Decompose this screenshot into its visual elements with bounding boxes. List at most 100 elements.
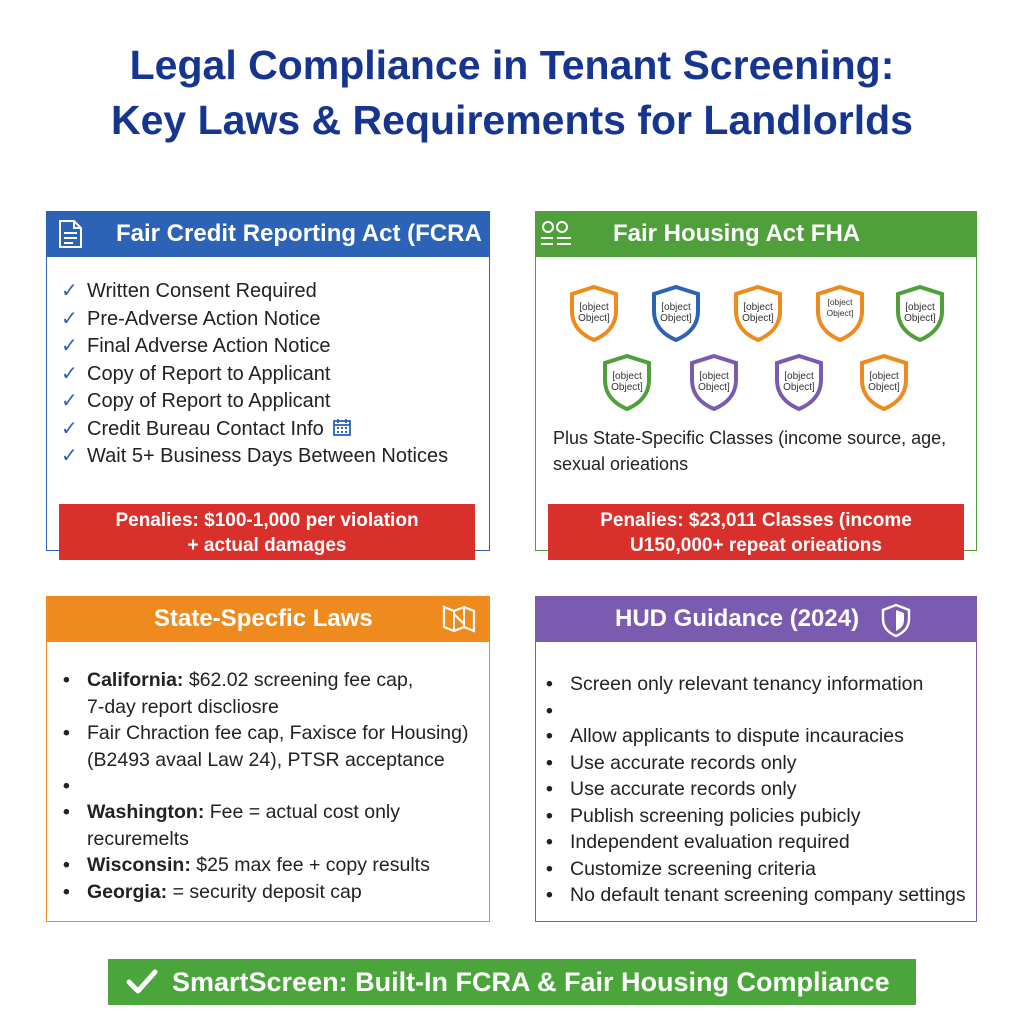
checkmark-icon: ✓ (61, 417, 78, 440)
fcra-panel: Fair Credit Reporting Act (FCRA ✓ Written… (46, 211, 490, 560)
list-item: Allow applicants to dispute incauracies (546, 723, 966, 750)
checkmark-icon: ✓ (61, 307, 78, 330)
fha-panel: Fair Housing Act FHA [object Object] [obj… (535, 211, 977, 560)
fcra-penalty-line-1: Penalies: $100-1,000 per violation (115, 510, 419, 531)
shield-icon (860, 353, 908, 411)
list-item: Georgia: = security deposit cap (63, 879, 469, 906)
map-icon (442, 605, 476, 633)
protected-class-label: [object Object] (868, 371, 900, 393)
fcra-item-label: Credit Bureau Contact Info (87, 417, 324, 440)
hud-panel: HUD Guidance (2024) Screen only relevant… (535, 596, 977, 922)
protected-class-shield: [object Object] (650, 284, 702, 342)
list-item: Customize screening criteria (546, 856, 966, 883)
hud-guidance-list: Screen only relevant tenancy information (546, 671, 923, 725)
protected-class-label: [object Object] (826, 297, 854, 318)
list-item: No default tenant screening company sett… (546, 882, 966, 909)
fha-header: Fair Housing Act FHA (535, 211, 977, 257)
list-item: Fair Chraction fee cap, Faxisce for Hous… (63, 720, 469, 747)
shield-icon (816, 284, 864, 342)
fcra-item: ✓ Copy of Report to Applicant (61, 388, 448, 416)
fcra-item: ✓ Written Consent Required (61, 278, 448, 306)
state-classes-line-1: Plus State-Specific Classes (income sour… (553, 428, 947, 448)
fcra-item-label: Pre-Adverse Action Notice (87, 307, 321, 330)
checkmark-icon: ✓ (61, 362, 78, 385)
fcra-item: ✓ Pre-Adverse Action Notice (61, 306, 448, 334)
people-icon (541, 221, 571, 245)
compliance-banner: SmartScreen: Built-In FCRA & Fair Housin… (108, 959, 916, 1005)
list-item: Wisconsin: $25 max fee + copy results (63, 852, 469, 879)
state-laws-title: State-Specfic Laws (154, 605, 373, 632)
shield-icon (734, 284, 782, 342)
checkmark-icon: ✓ (61, 280, 78, 302)
hud-header: HUD Guidance (2024) (535, 596, 977, 642)
banner-text: SmartScreen: Built-In FCRA & Fair Housin… (172, 967, 890, 997)
hud-title: HUD Guidance (2024) (615, 605, 860, 632)
fcra-header: Fair Credit Reporting Act (FCRA (46, 211, 490, 257)
checkmark-icon (126, 969, 158, 994)
checkmark-icon: ✓ (61, 445, 78, 467)
hud-guidance-list-2: Allow applicants to dispute incauraciesU… (546, 723, 966, 909)
fcra-item-label: Copy of Report to Applicant (87, 362, 331, 385)
page-title: Legal Compliance in Tenant Screening: Ke… (0, 38, 1024, 148)
title-line-1: Legal Compliance in Tenant Screening: (129, 42, 895, 88)
list-item: Independent evaluation required (546, 829, 966, 856)
fha-title: Fair Housing Act FHA (613, 220, 861, 247)
state-laws-panel: State-Specfic Laws California: $62.02 sc… (46, 596, 490, 922)
fcra-item: ✓ Credit Bureau Contact Info (61, 416, 448, 444)
fha-penalty-line-2: U150,000+ repeat orieations (630, 535, 882, 556)
shield-icon (775, 353, 823, 411)
state-laws-header: State-Specfic Laws (46, 596, 490, 642)
protected-class-shield: [object Object] (688, 353, 740, 411)
protected-class-label: [object Object] (611, 371, 643, 393)
fcra-item: ✓ Wait 5+ Business Days Between Notices (61, 443, 448, 471)
list-item: California: $62.02 screening fee cap, (63, 667, 469, 694)
calendar-icon (332, 418, 351, 436)
checkmark-icon: ✓ (61, 335, 78, 357)
state-classes-note: Plus State-Specific Classes (income sour… (553, 425, 946, 477)
protected-class-shield: [object Object] (894, 284, 946, 342)
list-gap (63, 773, 469, 800)
protected-class-label: [object Object] (742, 302, 774, 324)
shield-icon (881, 603, 911, 638)
protected-class-shield: [object Object] (814, 284, 866, 342)
fcra-item-label: Copy of Report to Applicant (87, 390, 331, 412)
protected-class-shield: [object Object] (568, 284, 620, 342)
list-item: 7-day report discliosre (87, 695, 279, 718)
title-line-2: Key Laws & Requirements for Landlorlds (111, 97, 913, 143)
state-classes-line-2: sexual orieations (553, 454, 689, 474)
shield-icon (603, 353, 651, 411)
fcra-item: ✓ Copy of Report to Applicant (61, 361, 448, 389)
shield-icon (690, 353, 738, 411)
document-icon (59, 220, 82, 248)
shield-icon (570, 284, 618, 342)
shield-icon (896, 284, 944, 342)
protected-class-shield: [object Object] (732, 284, 784, 342)
protected-class-label: [object Object] (698, 371, 730, 393)
list-item: Washington: Fee = actual cost only (63, 799, 469, 826)
fha-penalty-line-1: Penalies: $23,011 Classes (income (600, 510, 912, 531)
shield-icon (652, 284, 700, 342)
protected-class-shield: [object Object] (858, 353, 910, 411)
list-item: Publish screening policies pubicly (546, 803, 966, 830)
protected-class-shield: [object Object] (601, 353, 653, 411)
fha-penalty-box: Penalies: $23,011 Classes (income U150,0… (548, 504, 964, 560)
protected-class-label: [object Object] (578, 302, 610, 324)
checkmark-icon: ✓ (61, 390, 78, 412)
fcra-item-label: Wait 5+ Business Days Between Notices (87, 445, 449, 467)
fcra-item: ✓ Final Adverse Action Notice (61, 333, 448, 361)
protected-class-shield: [object Object] (773, 353, 825, 411)
fcra-item-label: Final Adverse Action Notice (87, 335, 331, 357)
fcra-penalty-box: Penalies: $100-1,000 per violation + act… (59, 504, 475, 560)
list-item: Use accurate records only (546, 776, 966, 803)
fcra-requirements-list: ✓ Written Consent Required ✓ Pre-Adverse Ac… (61, 278, 448, 471)
fcra-title: Fair Credit Reporting Act (FCRA (116, 220, 482, 247)
protected-class-label: [object Object] (783, 371, 815, 393)
fcra-penalty-line-2: + actual damages (187, 535, 347, 556)
list-item: Screen only relevant tenancy information (546, 671, 923, 698)
list-gap (546, 698, 923, 725)
state-laws-list: California: $62.02 screening fee cap, 7-… (63, 667, 469, 905)
list-item: Use accurate records only (546, 750, 966, 777)
list-item: recuremelts (87, 827, 189, 850)
protected-class-label: [object Object] (904, 302, 936, 324)
fcra-item-label: Written Consent Required (87, 280, 317, 302)
